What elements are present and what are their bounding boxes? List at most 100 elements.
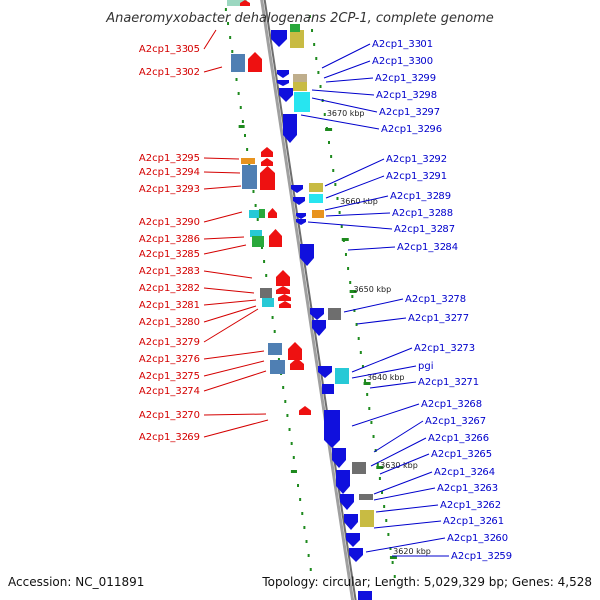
left-leader-line xyxy=(203,66,223,73)
tick-mark xyxy=(263,260,266,263)
gene-box xyxy=(290,24,300,32)
tick-mark xyxy=(256,218,259,221)
right-gene-label-prefix: A2cp1_32 xyxy=(414,343,463,354)
left-gene-label-prefix: A2cp1_33 xyxy=(139,67,188,78)
gene-box xyxy=(250,230,262,237)
left-leader-line xyxy=(203,236,245,240)
right-gene-label-prefix: A2cp1_32 xyxy=(425,416,474,427)
forward-gene-arrow xyxy=(261,158,273,166)
reverse-gene-arrow xyxy=(279,88,293,102)
reverse-gene-arrow xyxy=(349,548,363,562)
tick-mark xyxy=(246,148,249,151)
tick-mark xyxy=(393,575,396,578)
right-leader-line xyxy=(347,246,396,251)
right-gene-label: A2cp1_3288 xyxy=(392,208,453,219)
tick-mark xyxy=(305,540,308,543)
tick-mark xyxy=(378,477,381,480)
reverse-gene-arrow xyxy=(336,470,350,494)
major-tick-mark xyxy=(290,470,297,473)
right-gene-label-prefix: A2cp1_32 xyxy=(379,107,428,118)
right-gene-label-number: 65 xyxy=(479,449,492,460)
right-leader-line xyxy=(369,381,417,389)
major-tick-mark xyxy=(341,238,349,241)
tick-mark xyxy=(260,246,263,249)
left-gene-label: A2cp1_3295 xyxy=(139,153,200,164)
left-leader-line xyxy=(203,308,259,343)
left-gene-label: A2cp1_3269 xyxy=(139,432,200,443)
left-gene-label-number: 74 xyxy=(187,386,200,397)
left-gene-label-prefix: A2cp1_32 xyxy=(139,167,188,178)
gene-box xyxy=(268,343,282,355)
tick-mark xyxy=(353,309,356,312)
kbp-marker-label: 3620 kbp xyxy=(393,547,431,556)
forward-gene-arrow xyxy=(279,301,291,308)
right-leader-line xyxy=(325,77,374,83)
gene-box xyxy=(227,0,247,6)
right-leader-line xyxy=(300,114,380,130)
right-gene-label-prefix: A2cp1_32 xyxy=(428,433,477,444)
left-gene-label-number: 94 xyxy=(187,167,200,178)
tick-mark xyxy=(265,274,268,277)
tick-mark xyxy=(364,379,367,382)
left-leader-line xyxy=(203,350,265,360)
tick-mark xyxy=(366,393,369,396)
right-gene-label-number: 99 xyxy=(423,73,436,84)
right-gene-label: A2cp1_3278 xyxy=(405,294,466,305)
kbp-marker-label: 3670 kbp xyxy=(327,109,365,118)
right-leader-line xyxy=(351,403,420,427)
right-leader-line xyxy=(325,212,391,217)
right-leader-line xyxy=(311,97,378,113)
tick-mark xyxy=(381,491,384,494)
right-gene-label: A2cp1_3264 xyxy=(434,467,495,478)
reverse-gene-arrow xyxy=(277,70,289,78)
right-gene-label: A2cp1_3298 xyxy=(376,90,437,101)
right-gene-label-number: 97 xyxy=(427,107,440,118)
right-gene-label-prefix: A2cp1_32 xyxy=(434,467,483,478)
left-gene-label-prefix: A2cp1_32 xyxy=(139,184,188,195)
left-gene-label-number: 86 xyxy=(187,234,200,245)
left-gene-label: A2cp1_3302 xyxy=(139,67,200,78)
right-gene-label: A2cp1_3273 xyxy=(414,343,475,354)
gene-features xyxy=(227,0,374,600)
tick-mark xyxy=(317,71,320,74)
right-gene-label-prefix: A2cp1_32 xyxy=(381,124,430,135)
reverse-gene-arrow xyxy=(283,114,297,143)
left-gene-label-prefix: A2cp1_32 xyxy=(139,317,188,328)
gene-box xyxy=(359,494,373,500)
right-gene-label-prefix: A2cp1_32 xyxy=(431,449,480,460)
left-leader-line xyxy=(203,305,257,323)
reverse-gene-arrow xyxy=(312,320,326,336)
left-gene-label: A2cp1_3270 xyxy=(139,410,200,421)
tick-mark xyxy=(336,197,339,200)
right-gene-label: A2cp1_3287 xyxy=(394,224,455,235)
tick-mark xyxy=(340,225,343,228)
left-leader-line xyxy=(203,244,247,255)
left-gene-label: A2cp1_3274 xyxy=(139,386,200,397)
left-gene-label-number: 05 xyxy=(187,44,200,55)
right-leader-line xyxy=(365,537,446,553)
right-leader-line xyxy=(324,158,385,187)
tick-mark xyxy=(243,134,246,137)
right-gene-label: A2cp1_3265 xyxy=(431,449,492,460)
tick-mark xyxy=(355,323,358,326)
left-leader-line xyxy=(203,419,269,438)
forward-gene-arrow xyxy=(261,147,273,157)
tick-mark xyxy=(323,113,326,116)
left-leader-lines xyxy=(203,29,269,438)
tick-mark xyxy=(376,463,379,466)
kbp-marker-label: 3640 kbp xyxy=(367,373,405,382)
right-gene-label: A2cp1_3267 xyxy=(425,416,486,427)
tick-mark xyxy=(271,316,274,319)
right-gene-label-prefix: A2cp1_32 xyxy=(443,516,492,527)
right-gene-label: A2cp1_3301 xyxy=(372,39,433,50)
right-leader-line xyxy=(351,347,413,373)
left-gene-label-number: 80 xyxy=(187,317,200,328)
left-gene-label: A2cp1_3285 xyxy=(139,249,200,260)
forward-gene-arrow xyxy=(269,229,282,247)
right-gene-label-number: 67 xyxy=(473,416,486,427)
right-gene-label: A2cp1_3268 xyxy=(421,399,482,410)
forward-gene-arrow xyxy=(240,0,250,6)
reverse-gene-arrow xyxy=(344,514,358,530)
right-gene-label: A2cp1_3296 xyxy=(381,124,442,135)
tick-mark xyxy=(332,169,335,172)
